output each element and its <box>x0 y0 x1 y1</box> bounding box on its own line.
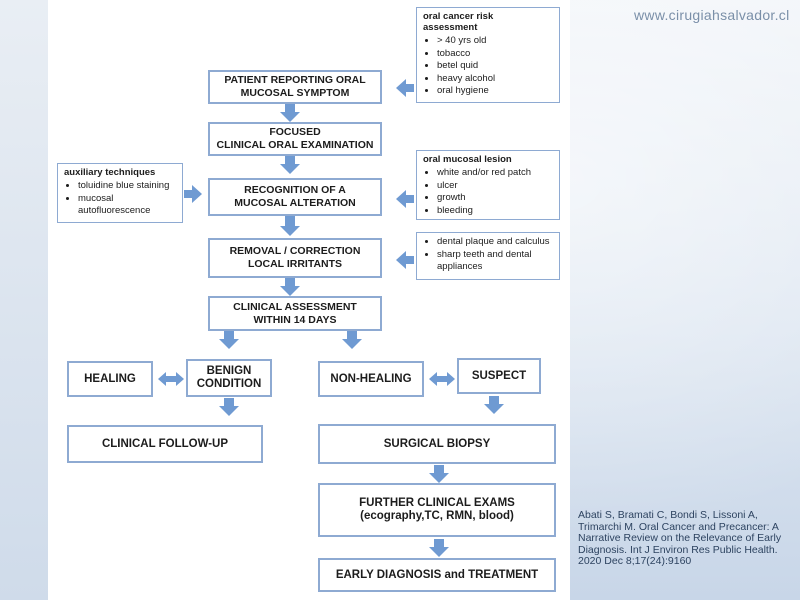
arrow-down-2 <box>280 156 300 174</box>
arrow-down-early <box>429 539 449 557</box>
arrow-right-auxiliary <box>184 185 202 203</box>
arrow-down-further <box>429 465 449 483</box>
arrow-down-1 <box>280 104 300 122</box>
lesion-item: white and/or red patch <box>437 167 553 180</box>
box-further-exams: FURTHER CLINICAL EXAMS (ecography,TC, RM… <box>318 483 556 537</box>
risk-item: betel quid <box>437 60 553 73</box>
auxiliary-item: toluidine blue staining <box>78 180 176 193</box>
box-biopsy: SURGICAL BIOPSY <box>318 424 556 464</box>
citation: Abati S, Bramati C, Bondi S, Lissoni A, … <box>578 509 782 567</box>
arrow-left-risk <box>396 79 414 97</box>
arrow-down-follow-up <box>219 398 239 416</box>
box-suspect: SUSPECT <box>457 358 541 394</box>
arrow-down-benign <box>219 331 239 349</box>
box-non-healing: NON-HEALING <box>318 361 424 397</box>
box-healing: HEALING <box>67 361 153 397</box>
box-patient-reporting: PATIENT REPORTING ORAL MUCOSAL SYMPTOM <box>208 70 382 104</box>
note-auxiliary-title: auxiliary techniques <box>64 167 156 178</box>
risk-item: oral hygiene <box>437 85 553 98</box>
box-removal: REMOVAL / CORRECTION LOCAL IRRITANTS <box>208 238 382 278</box>
note-irritants: dental plaque and calculus sharp teeth a… <box>416 232 560 280</box>
note-lesion-title: oral mucosal lesion <box>423 154 512 165</box>
arrow-left-lesion <box>396 190 414 208</box>
lesion-item: growth <box>437 192 553 205</box>
note-auxiliary: auxiliary techniques toluidine blue stai… <box>57 163 183 223</box>
arrow-down-4 <box>280 278 300 296</box>
risk-item: heavy alcohol <box>437 73 553 86</box>
left-strip <box>0 0 48 600</box>
irritant-item: dental plaque and calculus <box>437 236 553 249</box>
arrow-down-3 <box>280 216 300 236</box>
risk-item: > 40 yrs old <box>437 35 553 48</box>
arrow-down-biopsy <box>484 396 504 414</box>
note-risk-assessment: oral cancer risk assessment > 40 yrs old… <box>416 7 560 103</box>
box-early-diagnosis: EARLY DIAGNOSIS and TREATMENT <box>318 558 556 592</box>
arrow-left-irritants <box>396 251 414 269</box>
box-benign: BENIGN CONDITION <box>186 359 272 397</box>
box-clinical-assessment: CLINICAL ASSESSMENT WITHIN 14 DAYS <box>208 296 382 331</box>
box-focused-exam: FOCUSED CLINICAL ORAL EXAMINATION <box>208 122 382 156</box>
box-recognition: RECOGNITION OF A MUCOSAL ALTERATION <box>208 178 382 216</box>
arrow-down-nonhealing <box>342 331 362 349</box>
auxiliary-item: mucosal autofluorescence <box>78 193 176 218</box>
box-follow-up: CLINICAL FOLLOW-UP <box>67 425 263 463</box>
risk-item: tobacco <box>437 48 553 61</box>
site-url: www.cirugiahsalvador.cl <box>634 7 790 23</box>
note-risk-title: oral cancer risk assessment <box>423 11 494 33</box>
double-arrow-healing-benign <box>158 372 184 386</box>
lesion-item: ulcer <box>437 180 553 193</box>
irritant-item: sharp teeth and dental appliances <box>437 249 553 274</box>
double-arrow-nonhealing-suspect <box>429 372 455 386</box>
note-oral-lesion: oral mucosal lesion white and/or red pat… <box>416 150 560 220</box>
lesion-item: bleeding <box>437 205 553 218</box>
